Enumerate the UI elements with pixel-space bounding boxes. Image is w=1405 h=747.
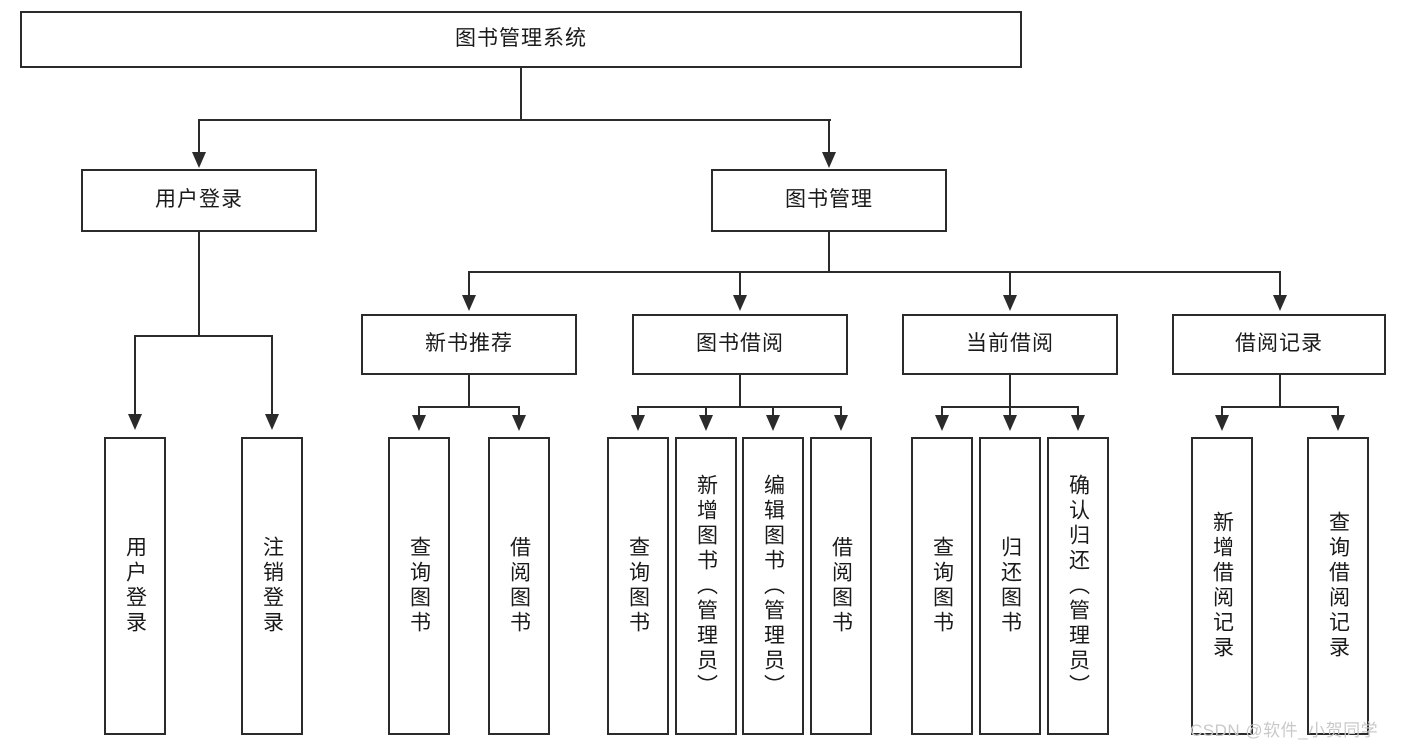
connector-drop-leaf-user-login-2 [271, 335, 273, 417]
arrow-leaf-current-borrow-3 [1071, 415, 1085, 431]
connector-drop-new-book [468, 271, 470, 298]
connector-drop-leaf-user-login-1 [134, 335, 136, 417]
leaf-borrow-record-add[interactable]: 新增借阅记录 [1191, 437, 1253, 735]
leaf-book-borrow-add[interactable]: 新增图书（管理员） [675, 437, 737, 735]
connector-new-book-bus [419, 406, 519, 408]
node-label: 用户登录 [155, 188, 243, 212]
connector-drop-book-mgmt [828, 119, 830, 155]
node-label: 借阅记录 [1235, 332, 1323, 356]
leaf-book-borrow-query[interactable]: 查询图书 [607, 437, 669, 735]
node-book-management[interactable]: 图书管理 [711, 169, 947, 232]
node-user-login[interactable]: 用户登录 [81, 169, 317, 232]
connector-borrow-record-bus [1222, 406, 1338, 408]
leaf-current-borrow-confirm[interactable]: 确认归还（管理员） [1047, 437, 1109, 735]
arrow-leaf-new-book-2 [512, 415, 526, 431]
node-book-borrow[interactable]: 图书借阅 [632, 314, 848, 375]
arrow-leaf-book-borrow-1 [631, 415, 645, 431]
arrow-current-borrow [1003, 295, 1017, 311]
arrow-user-login [192, 152, 206, 168]
leaf-new-book-borrow[interactable]: 借阅图书 [488, 437, 550, 735]
node-label: 确认归还（管理员） [1066, 473, 1090, 699]
node-label: 查询借阅记录 [1326, 511, 1350, 661]
connector-drop-user-login [198, 119, 200, 155]
arrow-leaf-book-borrow-4 [834, 415, 848, 431]
connector-borrow-record-stem [1279, 375, 1281, 406]
node-label: 编辑图书（管理员） [761, 473, 785, 699]
node-label: 图书管理系统 [455, 27, 587, 51]
node-label: 新增图书（管理员） [694, 473, 718, 699]
node-label: 查询图书 [930, 536, 954, 636]
arrow-new-book [462, 295, 476, 311]
leaf-current-borrow-return[interactable]: 归还图书 [979, 437, 1041, 735]
connector-user-login-bus [135, 335, 272, 337]
arrow-leaf-user-login-1 [128, 414, 142, 430]
node-label: 图书管理 [785, 188, 873, 212]
connector-drop-leaf-new-book-1 [418, 406, 420, 418]
node-label: 图书借阅 [696, 332, 784, 356]
node-current-borrow[interactable]: 当前借阅 [902, 314, 1118, 375]
connector-book-borrow-stem [739, 375, 741, 406]
connector-level2-bus [199, 119, 831, 121]
connector-user-login-stem [198, 232, 200, 335]
connector-drop-leaf-current-borrow-2 [1009, 406, 1011, 418]
connector-book-mgmt-stem [828, 232, 830, 271]
leaf-user-login-login[interactable]: 用户登录 [104, 437, 166, 735]
leaf-current-borrow-query[interactable]: 查询图书 [911, 437, 973, 735]
connector-drop-leaf-book-borrow-1 [637, 406, 639, 418]
arrow-leaf-user-login-2 [265, 414, 279, 430]
node-label: 归还图书 [998, 536, 1022, 636]
connector-drop-leaf-new-book-2 [518, 406, 520, 418]
node-borrow-record[interactable]: 借阅记录 [1172, 314, 1386, 375]
arrow-leaf-book-borrow-3 [766, 415, 780, 431]
node-label: 用户登录 [123, 536, 147, 636]
connector-drop-leaf-current-borrow-1 [941, 406, 943, 418]
node-label: 借阅图书 [507, 536, 531, 636]
connector-root-stem [520, 68, 522, 119]
connector-drop-leaf-current-borrow-3 [1077, 406, 1079, 418]
connector-new-book-stem [468, 375, 470, 406]
arrow-book-mgmt [822, 152, 836, 168]
connector-drop-current-borrow [1009, 271, 1011, 298]
node-label: 新书推荐 [425, 332, 513, 356]
leaf-user-login-logout[interactable]: 注销登录 [241, 437, 303, 735]
connector-drop-borrow-record [1279, 271, 1281, 298]
arrow-leaf-current-borrow-2 [1003, 415, 1017, 431]
arrow-leaf-borrow-record-2 [1331, 415, 1345, 431]
node-new-book-recommend[interactable]: 新书推荐 [361, 314, 577, 375]
node-label: 查询图书 [407, 536, 431, 636]
connector-drop-leaf-book-borrow-2 [705, 406, 707, 418]
arrow-borrow-record [1273, 295, 1287, 311]
connector-drop-leaf-book-borrow-4 [840, 406, 842, 418]
node-label: 新增借阅记录 [1210, 511, 1234, 661]
connector-level3-bus [469, 271, 1280, 273]
arrow-book-borrow [733, 295, 747, 311]
node-label: 借阅图书 [829, 536, 853, 636]
leaf-book-borrow-edit[interactable]: 编辑图书（管理员） [742, 437, 804, 735]
connector-book-borrow-bus [638, 406, 841, 408]
leaf-book-borrow-borrow[interactable]: 借阅图书 [810, 437, 872, 735]
arrow-leaf-current-borrow-1 [935, 415, 949, 431]
connector-drop-leaf-borrow-record-2 [1337, 406, 1339, 418]
connector-current-borrow-stem [1009, 375, 1011, 406]
node-label: 查询图书 [626, 536, 650, 636]
connector-drop-leaf-book-borrow-3 [772, 406, 774, 418]
node-root-system[interactable]: 图书管理系统 [20, 11, 1022, 68]
connector-drop-leaf-borrow-record-1 [1221, 406, 1223, 418]
arrow-leaf-borrow-record-1 [1215, 415, 1229, 431]
leaf-borrow-record-query[interactable]: 查询借阅记录 [1307, 437, 1369, 735]
arrow-leaf-new-book-1 [412, 415, 426, 431]
connector-drop-book-borrow [739, 271, 741, 298]
node-label: 当前借阅 [966, 332, 1054, 356]
leaf-new-book-query[interactable]: 查询图书 [388, 437, 450, 735]
arrow-leaf-book-borrow-2 [699, 415, 713, 431]
node-label: 注销登录 [260, 536, 284, 636]
